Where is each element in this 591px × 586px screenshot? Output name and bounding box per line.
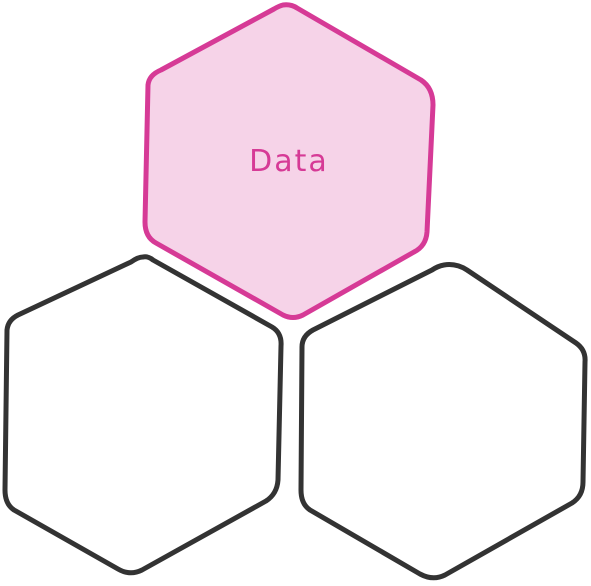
hexagon-bottom-right (298, 262, 588, 581)
hexagon-bottom-left (2, 254, 284, 576)
hexagon-top-data (142, 2, 436, 320)
hexagon-label-data: Data (249, 144, 329, 179)
